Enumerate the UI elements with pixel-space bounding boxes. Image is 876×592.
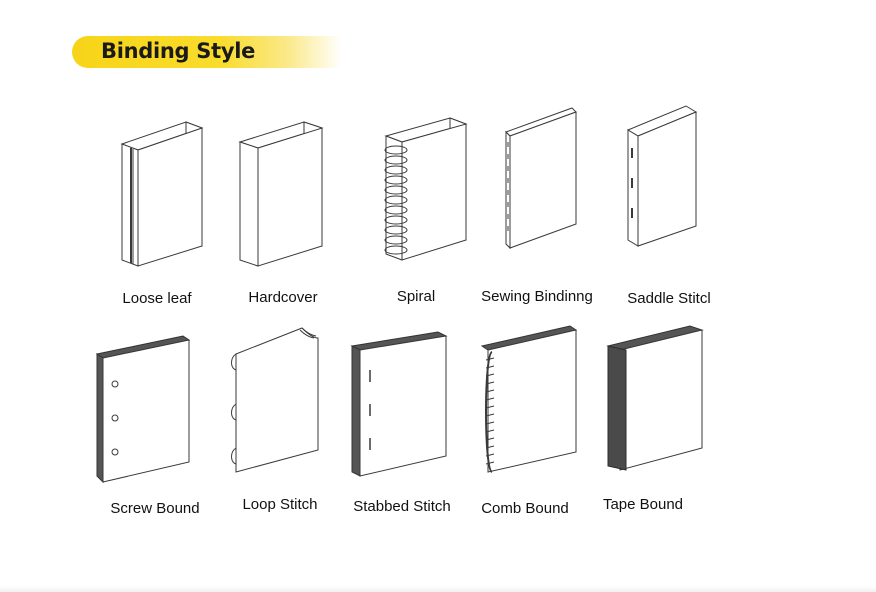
saddle-stitch-book-illustration bbox=[626, 105, 698, 247]
loop-stitch-book-illustration bbox=[231, 327, 319, 473]
style-label-comb-bound: Comb Bound bbox=[481, 500, 569, 517]
tape-bound-book-illustration bbox=[606, 325, 704, 471]
loose-leaf-book-illustration bbox=[120, 121, 204, 267]
stabbed-stitch-book-illustration bbox=[350, 331, 448, 477]
style-label-saddle-stitch: Saddle Stitcl bbox=[627, 290, 711, 307]
section-title: Binding Style bbox=[101, 39, 256, 63]
style-label-stabbed-stitch: Stabbed Stitch bbox=[353, 498, 451, 515]
section-header-banner bbox=[72, 36, 342, 68]
style-label-loop-stitch: Loop Stitch bbox=[242, 496, 318, 513]
style-label-hardcover: Hardcover bbox=[248, 289, 318, 306]
bottom-divider bbox=[0, 586, 876, 592]
style-label-tape-bound: Tape Bound bbox=[602, 496, 684, 513]
sewing-binding-book-illustration bbox=[505, 107, 577, 250]
comb-bound-book-illustration bbox=[480, 325, 578, 473]
hardcover-book-illustration bbox=[238, 121, 324, 267]
screw-bound-book-illustration bbox=[95, 335, 191, 484]
style-label-loose-leaf: Loose leaf bbox=[122, 290, 192, 307]
spiral-book-illustration bbox=[384, 117, 468, 261]
style-label-spiral: Spiral bbox=[396, 288, 436, 305]
style-label-screw-bound: Screw Bound bbox=[110, 500, 200, 517]
style-label-sewing-binding: Sewing Bindinng bbox=[481, 288, 593, 305]
